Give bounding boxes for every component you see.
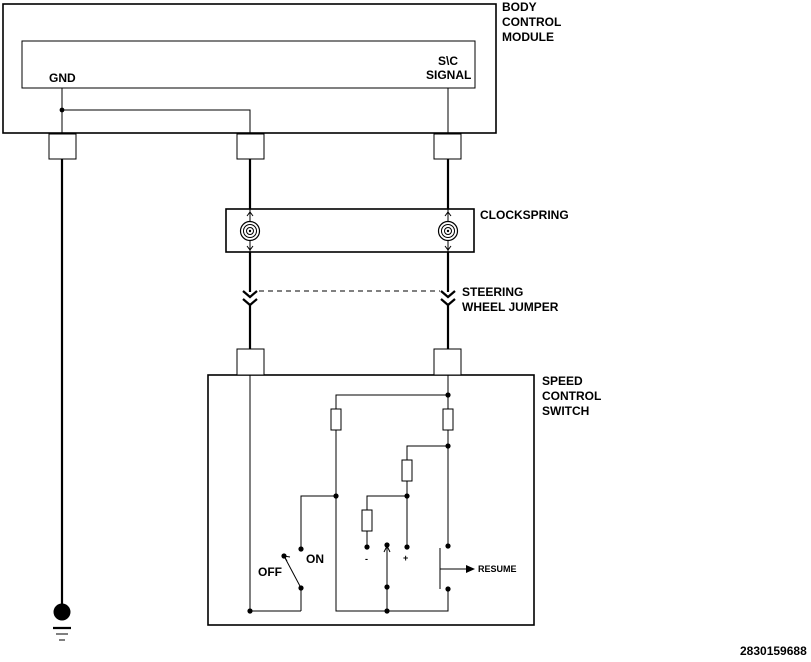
bcm-connector-return — [236, 133, 265, 160]
switch-connector-return — [236, 348, 265, 376]
figure-id: 2830159688 — [740, 644, 807, 658]
off-label: OFF — [258, 565, 282, 579]
resume-label: RESUME — [478, 564, 517, 574]
jumper-label-line1: STEERING — [462, 285, 523, 299]
speed-switch-box — [207, 374, 535, 626]
speed-switch-label-line2: CONTROL — [542, 389, 601, 403]
on-label: ON — [306, 552, 324, 566]
jumper-connector-left-lower — [242, 298, 258, 307]
clockspring-coil-left — [239, 209, 261, 252]
speed-switch-label-line1: SPEED — [542, 374, 583, 388]
ground-terminal-dot — [53, 603, 71, 621]
jumper-connector-right-lower — [440, 298, 456, 307]
bcm-label-line1: BODY — [502, 0, 537, 14]
sc-signal-label-line1: S\C — [438, 54, 458, 68]
speed-switch-label-line3: SWITCH — [542, 404, 589, 418]
jumper-connector-right-upper — [440, 290, 456, 299]
plus-label: + — [403, 553, 408, 563]
bcm-connector-gnd — [48, 133, 77, 160]
minus-label: - — [365, 554, 368, 564]
switch-internal-circuit — [247, 375, 475, 614]
gnd-label: GND — [49, 71, 76, 85]
bcm-inner-box — [21, 40, 476, 89]
clockspring-label: CLOCKSPRING — [480, 208, 569, 222]
clockspring-coil-right — [437, 209, 459, 252]
clockspring-box — [225, 208, 475, 253]
bcm-connector-signal — [433, 133, 462, 160]
jumper-label-line2: WHEEL JUMPER — [462, 300, 559, 314]
switch-connector-signal — [433, 348, 462, 376]
bcm-gnd-to-return-wire — [62, 109, 251, 134]
bcm-label-line2: CONTROL — [502, 15, 561, 29]
sc-signal-label-line2: SIGNAL — [426, 68, 471, 82]
jumper-connector-left-upper — [242, 290, 258, 299]
bcm-label-line3: MODULE — [502, 30, 554, 44]
